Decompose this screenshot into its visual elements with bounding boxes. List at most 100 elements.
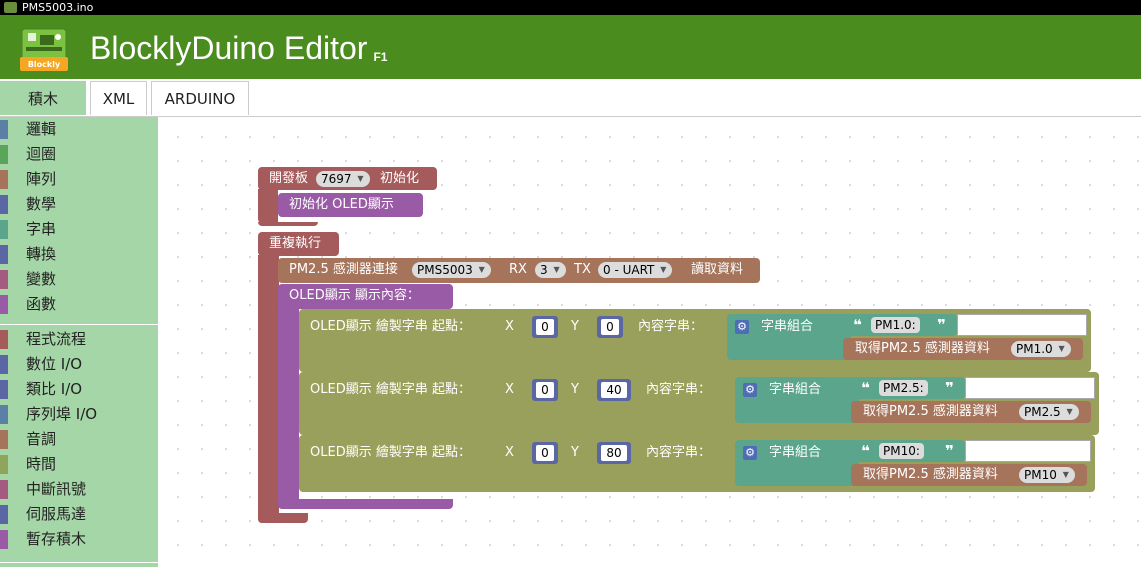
category-label: 函數 [26, 295, 57, 313]
pms-connect-block[interactable]: PM2.5 感測器連接 PMS5003▼ RX 3▼ TX 0 - UART▼ … [278, 258, 760, 283]
text-value[interactable]: PM2.5: [879, 380, 928, 396]
tx-dropdown[interactable]: 0 - UART▼ [598, 262, 673, 278]
toolbox-category[interactable]: 暫存積木 [0, 527, 158, 552]
toolbox-category[interactable]: 變數 [0, 267, 158, 292]
rx-dropdown[interactable]: 3▼ [535, 262, 566, 278]
text-block[interactable]: ❝PM1.0:❞ [847, 314, 957, 336]
read-label: 取得PM2.5 感測器資料 [863, 467, 998, 482]
tab-arduino[interactable]: ARDUINO [151, 81, 249, 115]
oled-show-bottom [278, 499, 453, 509]
category-label: 中斷訊號 [26, 480, 87, 498]
text-value[interactable]: PM10: [879, 443, 924, 459]
toolbox-category[interactable]: 伺服馬達 [0, 502, 158, 527]
logo-text: Blockly [28, 60, 61, 69]
string-join-block[interactable]: ⚙字串組合 [735, 377, 859, 423]
oled-init-block[interactable]: 初始化 OLED顯示 [278, 193, 423, 217]
oled-show-label: OLED顯示 顯示內容： [289, 288, 420, 303]
toolbox-category[interactable]: 數學 [0, 192, 158, 217]
string-join-block[interactable]: ⚙字串組合 [735, 440, 859, 486]
y-value[interactable]: 0 [601, 319, 619, 335]
blockly-workspace[interactable]: 開發板 7697▼ 初始化 初始化 OLED顯示 重複執行 PM2.5 感測器連… [158, 117, 1141, 567]
toolbox-category[interactable]: 陣列 [0, 167, 158, 192]
oled-init-label: 初始化 OLED顯示 [289, 197, 394, 212]
tx-label: TX [574, 262, 591, 277]
loop-label: 重複執行 [269, 236, 322, 251]
category-label: 伺服馬達 [26, 505, 87, 523]
category-label: 數位 I/O [26, 355, 83, 373]
x-number-block[interactable]: 0 [532, 316, 558, 338]
category-label: 時間 [26, 455, 57, 473]
x-value[interactable]: 0 [536, 382, 554, 398]
y-value[interactable]: 80 [601, 445, 627, 461]
category-color-swatch [0, 220, 8, 239]
y-number-block[interactable]: 40 [597, 379, 631, 401]
quote-open-icon: ❝ [861, 442, 870, 460]
read-sensor-block[interactable]: 取得PM2.5 感測器資料 PM10▼ [851, 464, 1087, 486]
field-dropdown[interactable]: PM2.5▼ [1019, 404, 1079, 420]
category-label: 數學 [26, 195, 57, 213]
category-color-swatch [0, 480, 8, 499]
gear-icon[interactable]: ⚙ [743, 446, 757, 460]
blockly-logo-icon: Blockly [20, 28, 68, 71]
field-dropdown[interactable]: PM1.0▼ [1011, 341, 1071, 357]
board-dropdown[interactable]: 7697▼ [316, 171, 370, 187]
x-number-block[interactable]: 0 [532, 442, 558, 464]
x-number-block[interactable]: 0 [532, 379, 558, 401]
toolbox-category[interactable]: 類比 I/O [0, 377, 158, 402]
category-color-swatch [0, 270, 8, 289]
toolbox-category[interactable]: 迴圈 [0, 142, 158, 167]
toolbox-category[interactable]: 中斷訊號 [0, 477, 158, 502]
board-suffix: 初始化 [380, 171, 420, 186]
toolbox-category[interactable]: 序列埠 I/O [0, 402, 158, 427]
y-number-block[interactable]: 0 [597, 316, 623, 338]
gear-icon[interactable]: ⚙ [735, 320, 749, 334]
toolbox-category[interactable]: 邏輯 [0, 117, 158, 142]
x-value[interactable]: 0 [536, 319, 554, 335]
toolbox-category[interactable]: 轉換 [0, 242, 158, 267]
category-label: 音調 [26, 430, 57, 448]
quote-open-icon: ❝ [853, 316, 862, 334]
x-value[interactable]: 0 [536, 445, 554, 461]
category-color-swatch [0, 145, 8, 164]
toolbox-category[interactable]: 音調 [0, 427, 158, 452]
oled-show-block[interactable]: OLED顯示 顯示內容： [278, 284, 453, 309]
field-dropdown[interactable]: PM10▼ [1019, 467, 1075, 483]
category-color-swatch [0, 195, 8, 214]
tab-bar: 積木 XML ARDUINO [0, 79, 1141, 117]
text-block[interactable]: ❝PM2.5:❞ [855, 377, 965, 399]
category-label: 暫存積木 [26, 530, 87, 548]
tab-blocks[interactable]: 積木 [0, 81, 86, 115]
toolbox-category[interactable]: 函數 [0, 292, 158, 317]
category-color-swatch [0, 170, 8, 189]
pms-sensor-dropdown[interactable]: PMS5003▼ [412, 262, 491, 278]
category-color-swatch [0, 405, 8, 424]
window-title: PMS5003.ino [22, 1, 94, 14]
board-init-block[interactable]: 開發板 7697▼ 初始化 [258, 167, 437, 190]
toolbox-category[interactable]: 時間 [0, 452, 158, 477]
category-label: 字串 [26, 220, 57, 238]
quote-close-icon: ❞ [945, 442, 954, 460]
join-input-slot [965, 440, 1091, 462]
text-value[interactable]: PM1.0: [871, 317, 920, 333]
board-init-bottom [258, 222, 318, 226]
string-join-block[interactable]: ⚙字串組合 [727, 314, 851, 360]
toolbox-category[interactable]: 字串 [0, 217, 158, 242]
toolbox-category[interactable]: 數位 I/O [0, 352, 158, 377]
y-value[interactable]: 40 [601, 382, 627, 398]
loop-block[interactable]: 重複執行 [258, 232, 339, 256]
text-block[interactable]: ❝ PM10: ❞ [855, 440, 965, 462]
y-label: Y [571, 319, 579, 334]
content-label: 內容字串： [646, 382, 712, 397]
gear-icon[interactable]: ⚙ [743, 383, 757, 397]
toolbox-category[interactable]: 程式流程 [0, 327, 158, 352]
tab-xml[interactable]: XML [90, 81, 147, 115]
toolbox-separator [0, 562, 158, 563]
y-number-block[interactable]: 80 [597, 442, 631, 464]
draw-string-label: OLED顯示 繪製字串 起點： [310, 382, 471, 397]
draw-string-label: OLED顯示 繪製字串 起點： [310, 319, 471, 334]
